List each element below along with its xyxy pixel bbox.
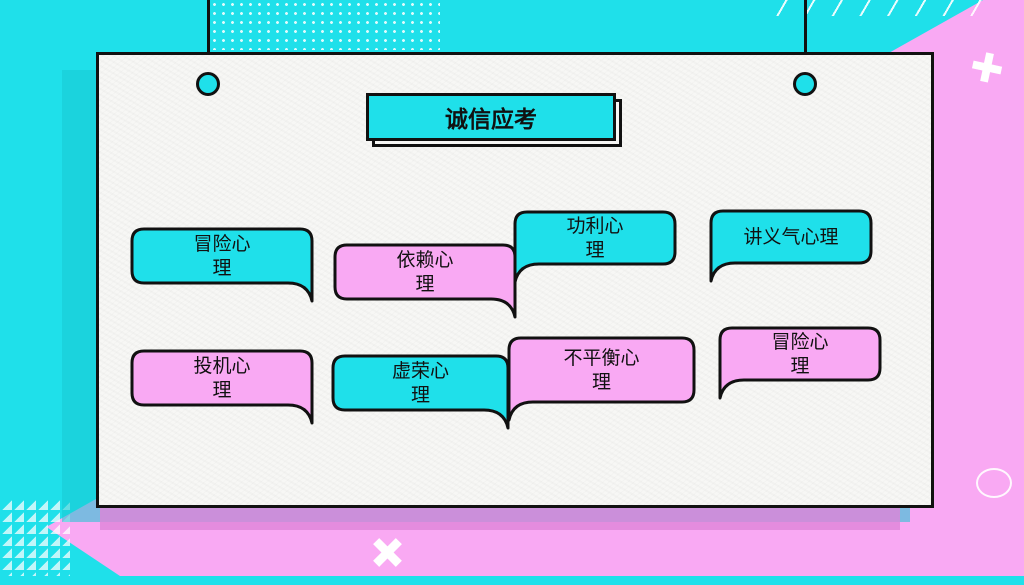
- speech-bubble-shape: [513, 210, 677, 284]
- speech-bubble-label: 冒险心 理: [193, 233, 251, 279]
- speech-bubble: 不平衡心 理: [507, 336, 696, 422]
- speech-bubble: 依赖心 理: [333, 243, 517, 319]
- speech-bubble-shape: [709, 209, 873, 283]
- speech-bubble-shape: [507, 336, 696, 422]
- speech-bubble-shape: [130, 227, 314, 303]
- speech-bubble-shape: [130, 349, 314, 425]
- title-card: 诚信应考: [366, 93, 624, 149]
- triangle-pattern: [0, 498, 70, 576]
- pin-right: [793, 72, 817, 96]
- speech-bubble: 冒险心 理: [130, 227, 314, 303]
- speech-bubble-label: 功利心 理: [566, 215, 624, 261]
- speech-bubble: 虚荣心 理: [331, 354, 510, 430]
- speech-bubble-label: 讲义气心理: [743, 226, 839, 248]
- speech-bubble-label: 冒险心 理: [771, 331, 829, 377]
- hanging-string-left: [207, 0, 210, 78]
- speech-bubble-label: 投机心 理: [193, 355, 251, 401]
- stripe-pattern: [774, 0, 984, 16]
- hanging-string-right: [804, 0, 807, 78]
- speech-bubble: 投机心 理: [130, 349, 314, 425]
- speech-bubble-shape: [331, 354, 510, 430]
- pin-left: [196, 72, 220, 96]
- dot-pattern: [210, 0, 440, 50]
- speech-bubble-label: 不平衡心 理: [563, 347, 640, 393]
- speech-bubble: 冒险心 理: [718, 326, 882, 400]
- speech-bubble-label: 依赖心 理: [396, 249, 454, 295]
- ring-icon: [976, 468, 1012, 498]
- speech-bubble: 讲义气心理: [709, 209, 873, 283]
- page-title: 诚信应考: [366, 93, 616, 141]
- speech-bubble-label: 虚荣心 理: [391, 360, 449, 406]
- speech-bubble: 功利心 理: [513, 210, 677, 284]
- speech-bubble-shape: [718, 326, 882, 400]
